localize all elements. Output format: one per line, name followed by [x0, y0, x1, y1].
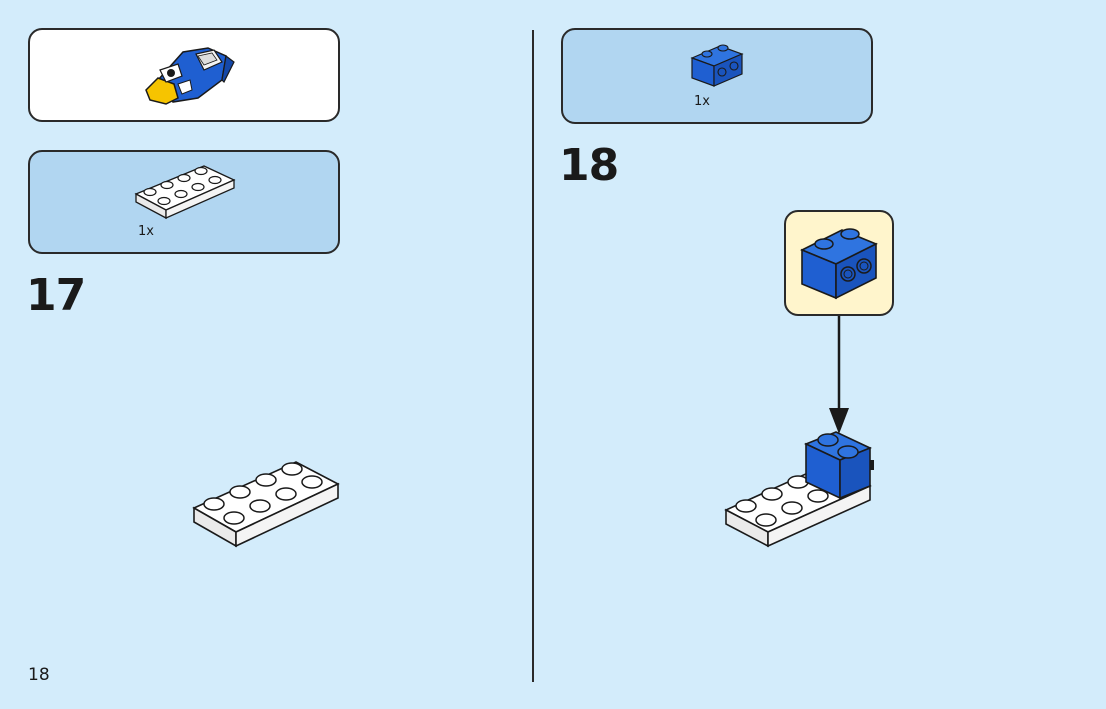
- step-number: 17: [26, 270, 86, 321]
- white-plate-part-icon: [134, 165, 236, 220]
- parts-list-box-step-18: [561, 28, 873, 124]
- step-number: 18: [559, 140, 619, 191]
- step-18-assembly-image: [724, 431, 874, 548]
- page-divider: [532, 30, 534, 682]
- part-quantity: 1x: [138, 224, 154, 239]
- page-number: 18: [28, 665, 50, 685]
- blue-brick-part-icon: [690, 44, 744, 87]
- bird-head-submodel-image: [145, 47, 235, 105]
- step-17-assembly-image: [192, 461, 340, 548]
- part-quantity: 1x: [694, 94, 710, 109]
- down-arrow-icon: [829, 316, 849, 434]
- blue-brick-callout-image: [800, 228, 878, 300]
